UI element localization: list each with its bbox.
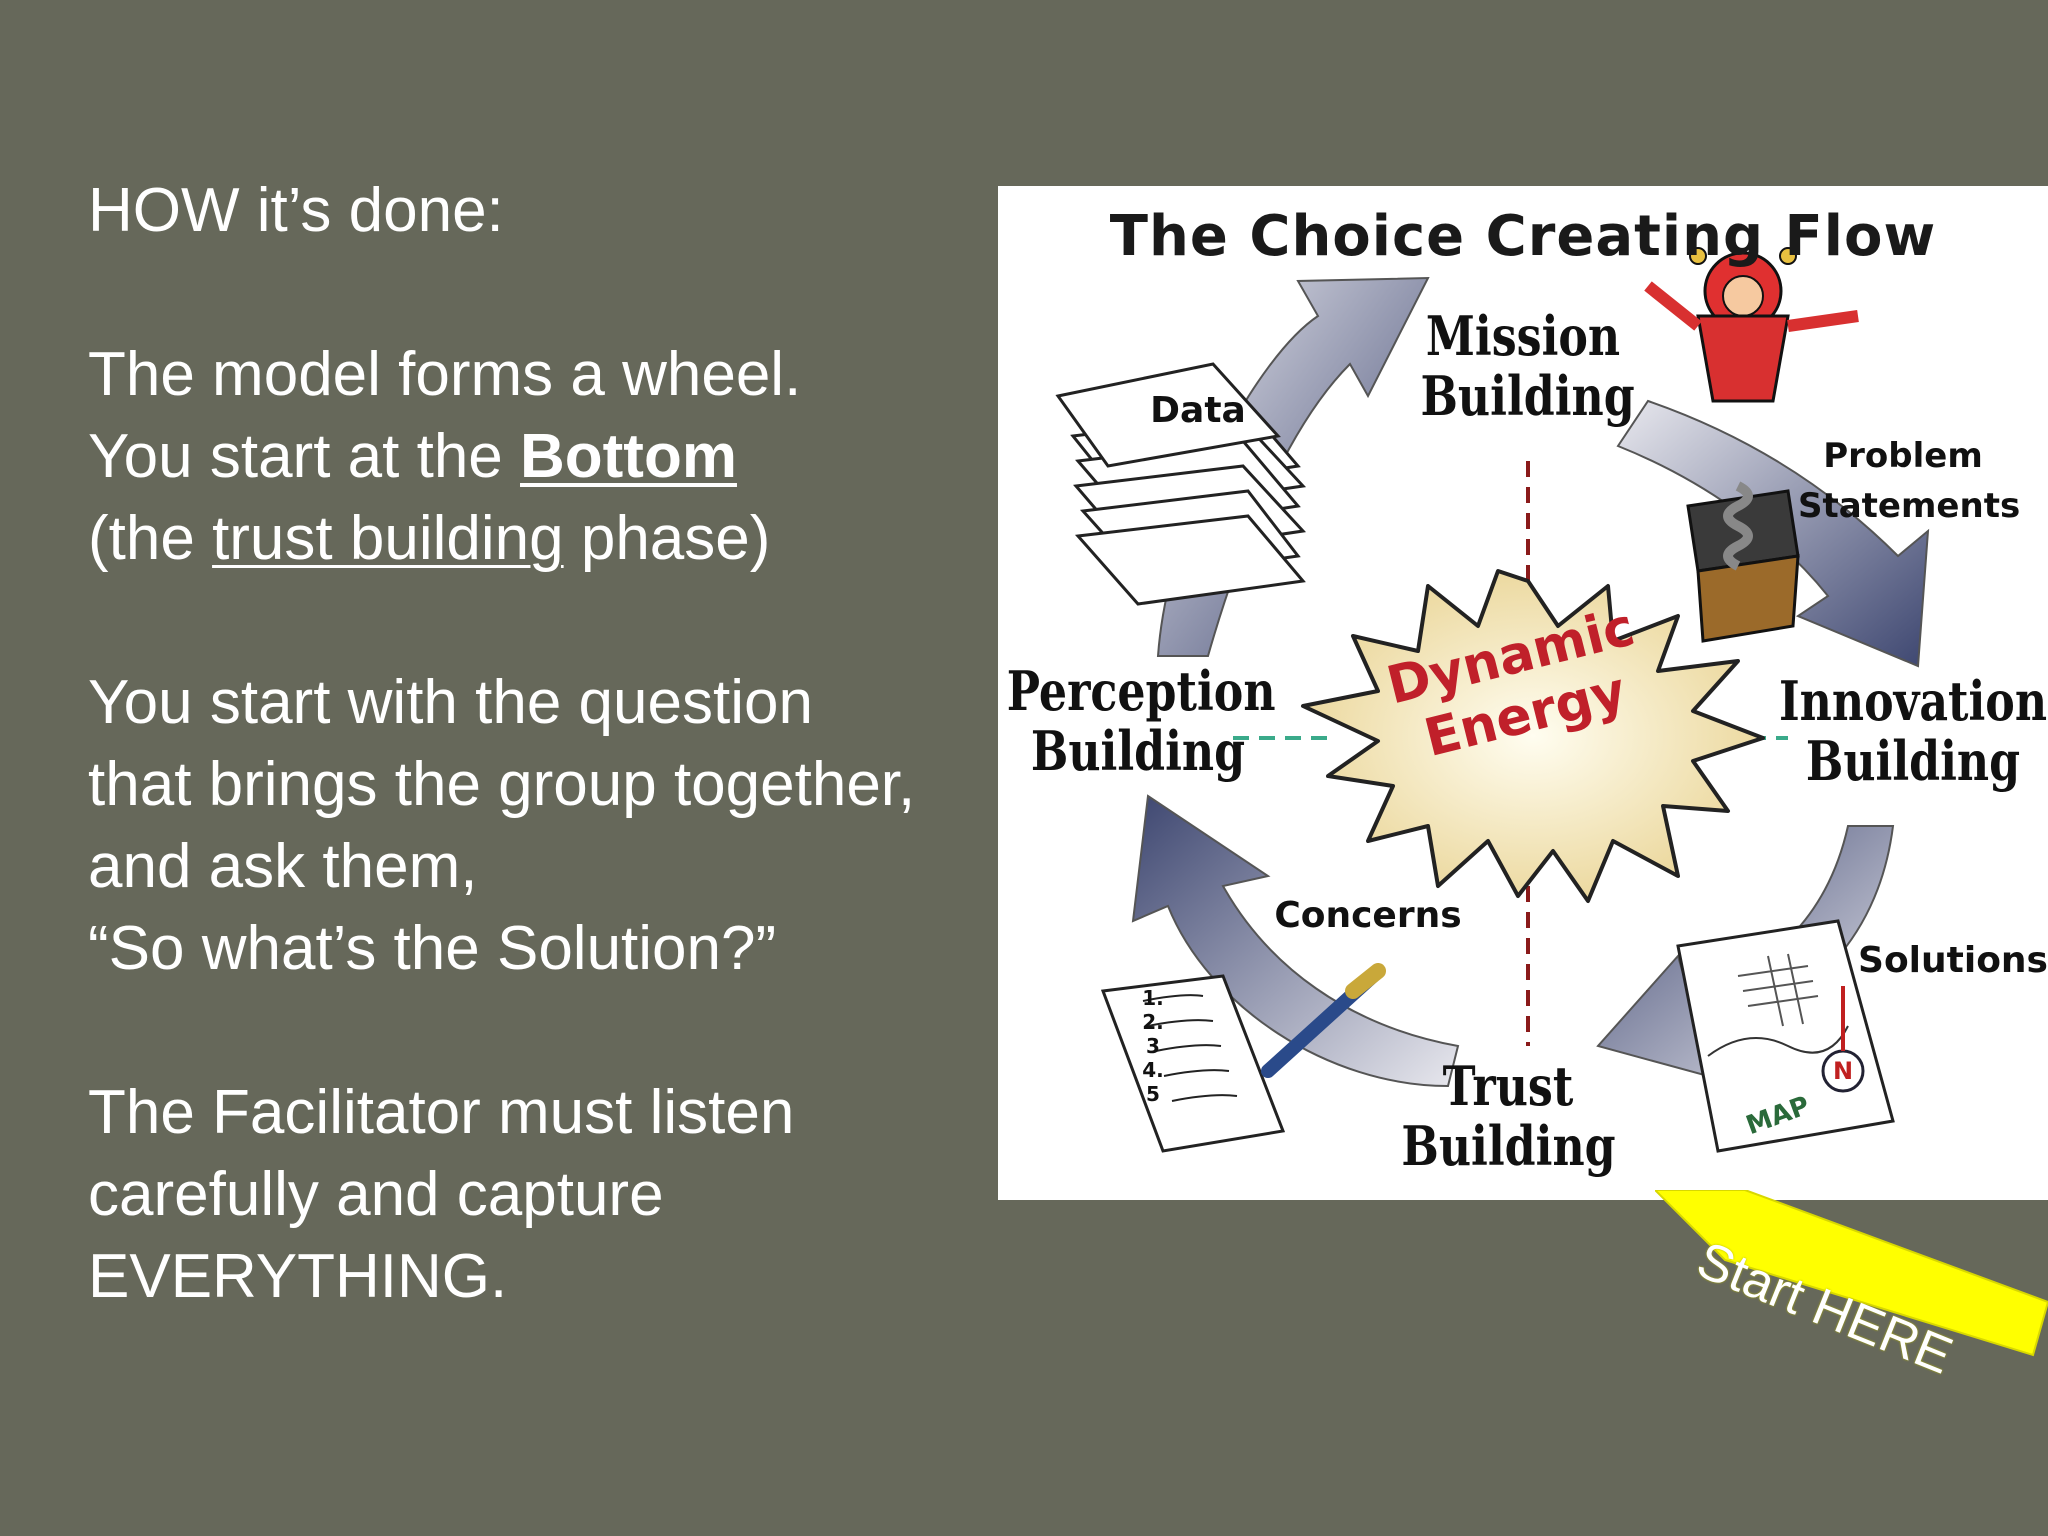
trust-building-emphasis: trust building [212, 504, 564, 573]
arrow-trust-to-perception [1131, 794, 1460, 1088]
paragraph3-line2: carefully and capture [88, 1160, 664, 1229]
mission-building-label: Mission Building [1420, 304, 1635, 428]
concerns-label: Concerns [1274, 895, 1462, 936]
data-label: Data [1150, 390, 1246, 431]
innovation-building-label: Innovation Building [1778, 669, 2048, 793]
list-numbers: 1. 2. 3 4. 5 [1142, 986, 1164, 1106]
solutions-label: Solutions [1858, 940, 2048, 981]
heading: HOW it’s done: [88, 176, 504, 245]
jack-in-the-box-icon [1644, 247, 1859, 643]
paragraph3-line1: The Facilitator must listen [88, 1078, 795, 1147]
problem-statements-label: Problem Statements [1798, 436, 2021, 526]
paragraph2-line2: that brings the group together, [88, 750, 916, 819]
paragraph1-line2: You start at the Bottom [88, 422, 737, 491]
dynamic-energy-burst [1301, 569, 1765, 903]
north-label: N [1832, 1057, 1854, 1085]
slide-text: HOW it’s done: The model forms a wheel. … [88, 170, 915, 1318]
start-tag-shape [1655, 1190, 2048, 1357]
choice-creating-flow-diagram: The Choice Creating Flow Mission Buildin… [998, 186, 2048, 1200]
paragraph2-line1: You start with the question [88, 668, 813, 737]
paragraph2-line4: “So what’s the Solution?” [88, 914, 777, 983]
paragraph1-line3: (the trust building phase) [88, 504, 771, 573]
trust-building-label: Trust Building [1401, 1054, 1616, 1178]
bottom-emphasis: Bottom [520, 422, 737, 491]
map-icon [1676, 919, 1895, 1153]
diagram-graphics [1055, 247, 1930, 1153]
perception-building-label: Perception Building [1006, 659, 1276, 783]
concerns-list-icon [1100, 963, 1386, 1153]
diagram-title: The Choice Creating Flow [1109, 204, 1937, 269]
arrow-innovation-to-trust [1596, 825, 1895, 1078]
data-papers-icon [1055, 362, 1307, 606]
paragraph1-line1: The model forms a wheel. [88, 340, 802, 409]
start-here-tag [1655, 1190, 2048, 1357]
paragraph2-line3: and ask them, [88, 832, 478, 901]
paragraph3-line3: EVERYTHING. [88, 1242, 508, 1311]
